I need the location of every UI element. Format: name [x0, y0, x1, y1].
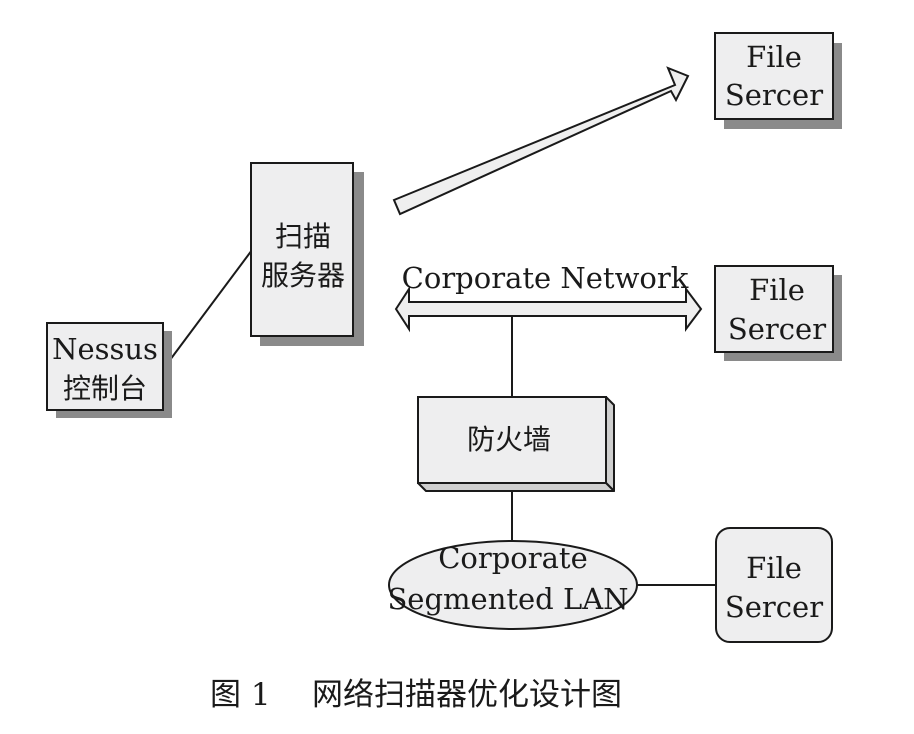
segmented-lan: Corporate Segmented LAN: [387, 540, 638, 630]
edge-console-to-scanner: [163, 249, 253, 369]
file-server-top-line2: Sercer: [725, 78, 823, 112]
file-server-middle-line2: Sercer: [728, 312, 826, 346]
corporate-network: Corporate Network: [394, 261, 703, 333]
file-server-bottom-box: [715, 527, 833, 643]
file-server-middle: File Sercer: [714, 265, 842, 361]
scan-arrow: [392, 66, 690, 216]
scan-server-line1: 扫描: [275, 220, 331, 253]
scan-server-line2: 服务器: [261, 259, 345, 292]
nessus-console: Nessus 控制台: [46, 322, 172, 418]
file-server-top-line1: File: [746, 40, 802, 74]
file-server-middle-line1: File: [749, 273, 805, 307]
nessus-console-line2: 控制台: [63, 372, 147, 405]
figure-title: 网络扫描器优化设计图: [312, 677, 622, 713]
firewall: 防火墙: [417, 396, 615, 492]
file-server-bottom: File Sercer: [715, 527, 833, 643]
corporate-network-label: Corporate Network: [402, 261, 689, 295]
segmented-lan-ellipse: [388, 540, 638, 630]
nessus-console-line1: Nessus: [52, 332, 158, 366]
segmented-lan-line1: Corporate: [438, 541, 588, 575]
corporate-network-arrow: [394, 285, 703, 333]
firewall-bottom: [417, 482, 615, 492]
figure-number: 图 1: [210, 677, 271, 713]
firewall-label: 防火墙: [467, 423, 551, 456]
file-server-bottom-line1: File: [746, 551, 802, 585]
file-server-top: File Sercer: [714, 32, 842, 129]
scan-server-box: [250, 162, 354, 337]
nessus-console-box: [46, 322, 164, 411]
file-server-top-box: [714, 32, 834, 120]
segmented-lan-line2: Segmented LAN: [387, 582, 628, 616]
file-server-bottom-line2: Sercer: [725, 590, 823, 624]
file-server-middle-box: [714, 265, 834, 353]
figure-caption: 图 1 网络扫描器优化设计图: [210, 677, 622, 713]
scan-server: 扫描 服务器: [250, 162, 364, 346]
firewall-side: [605, 396, 615, 492]
firewall-box: [417, 396, 607, 484]
